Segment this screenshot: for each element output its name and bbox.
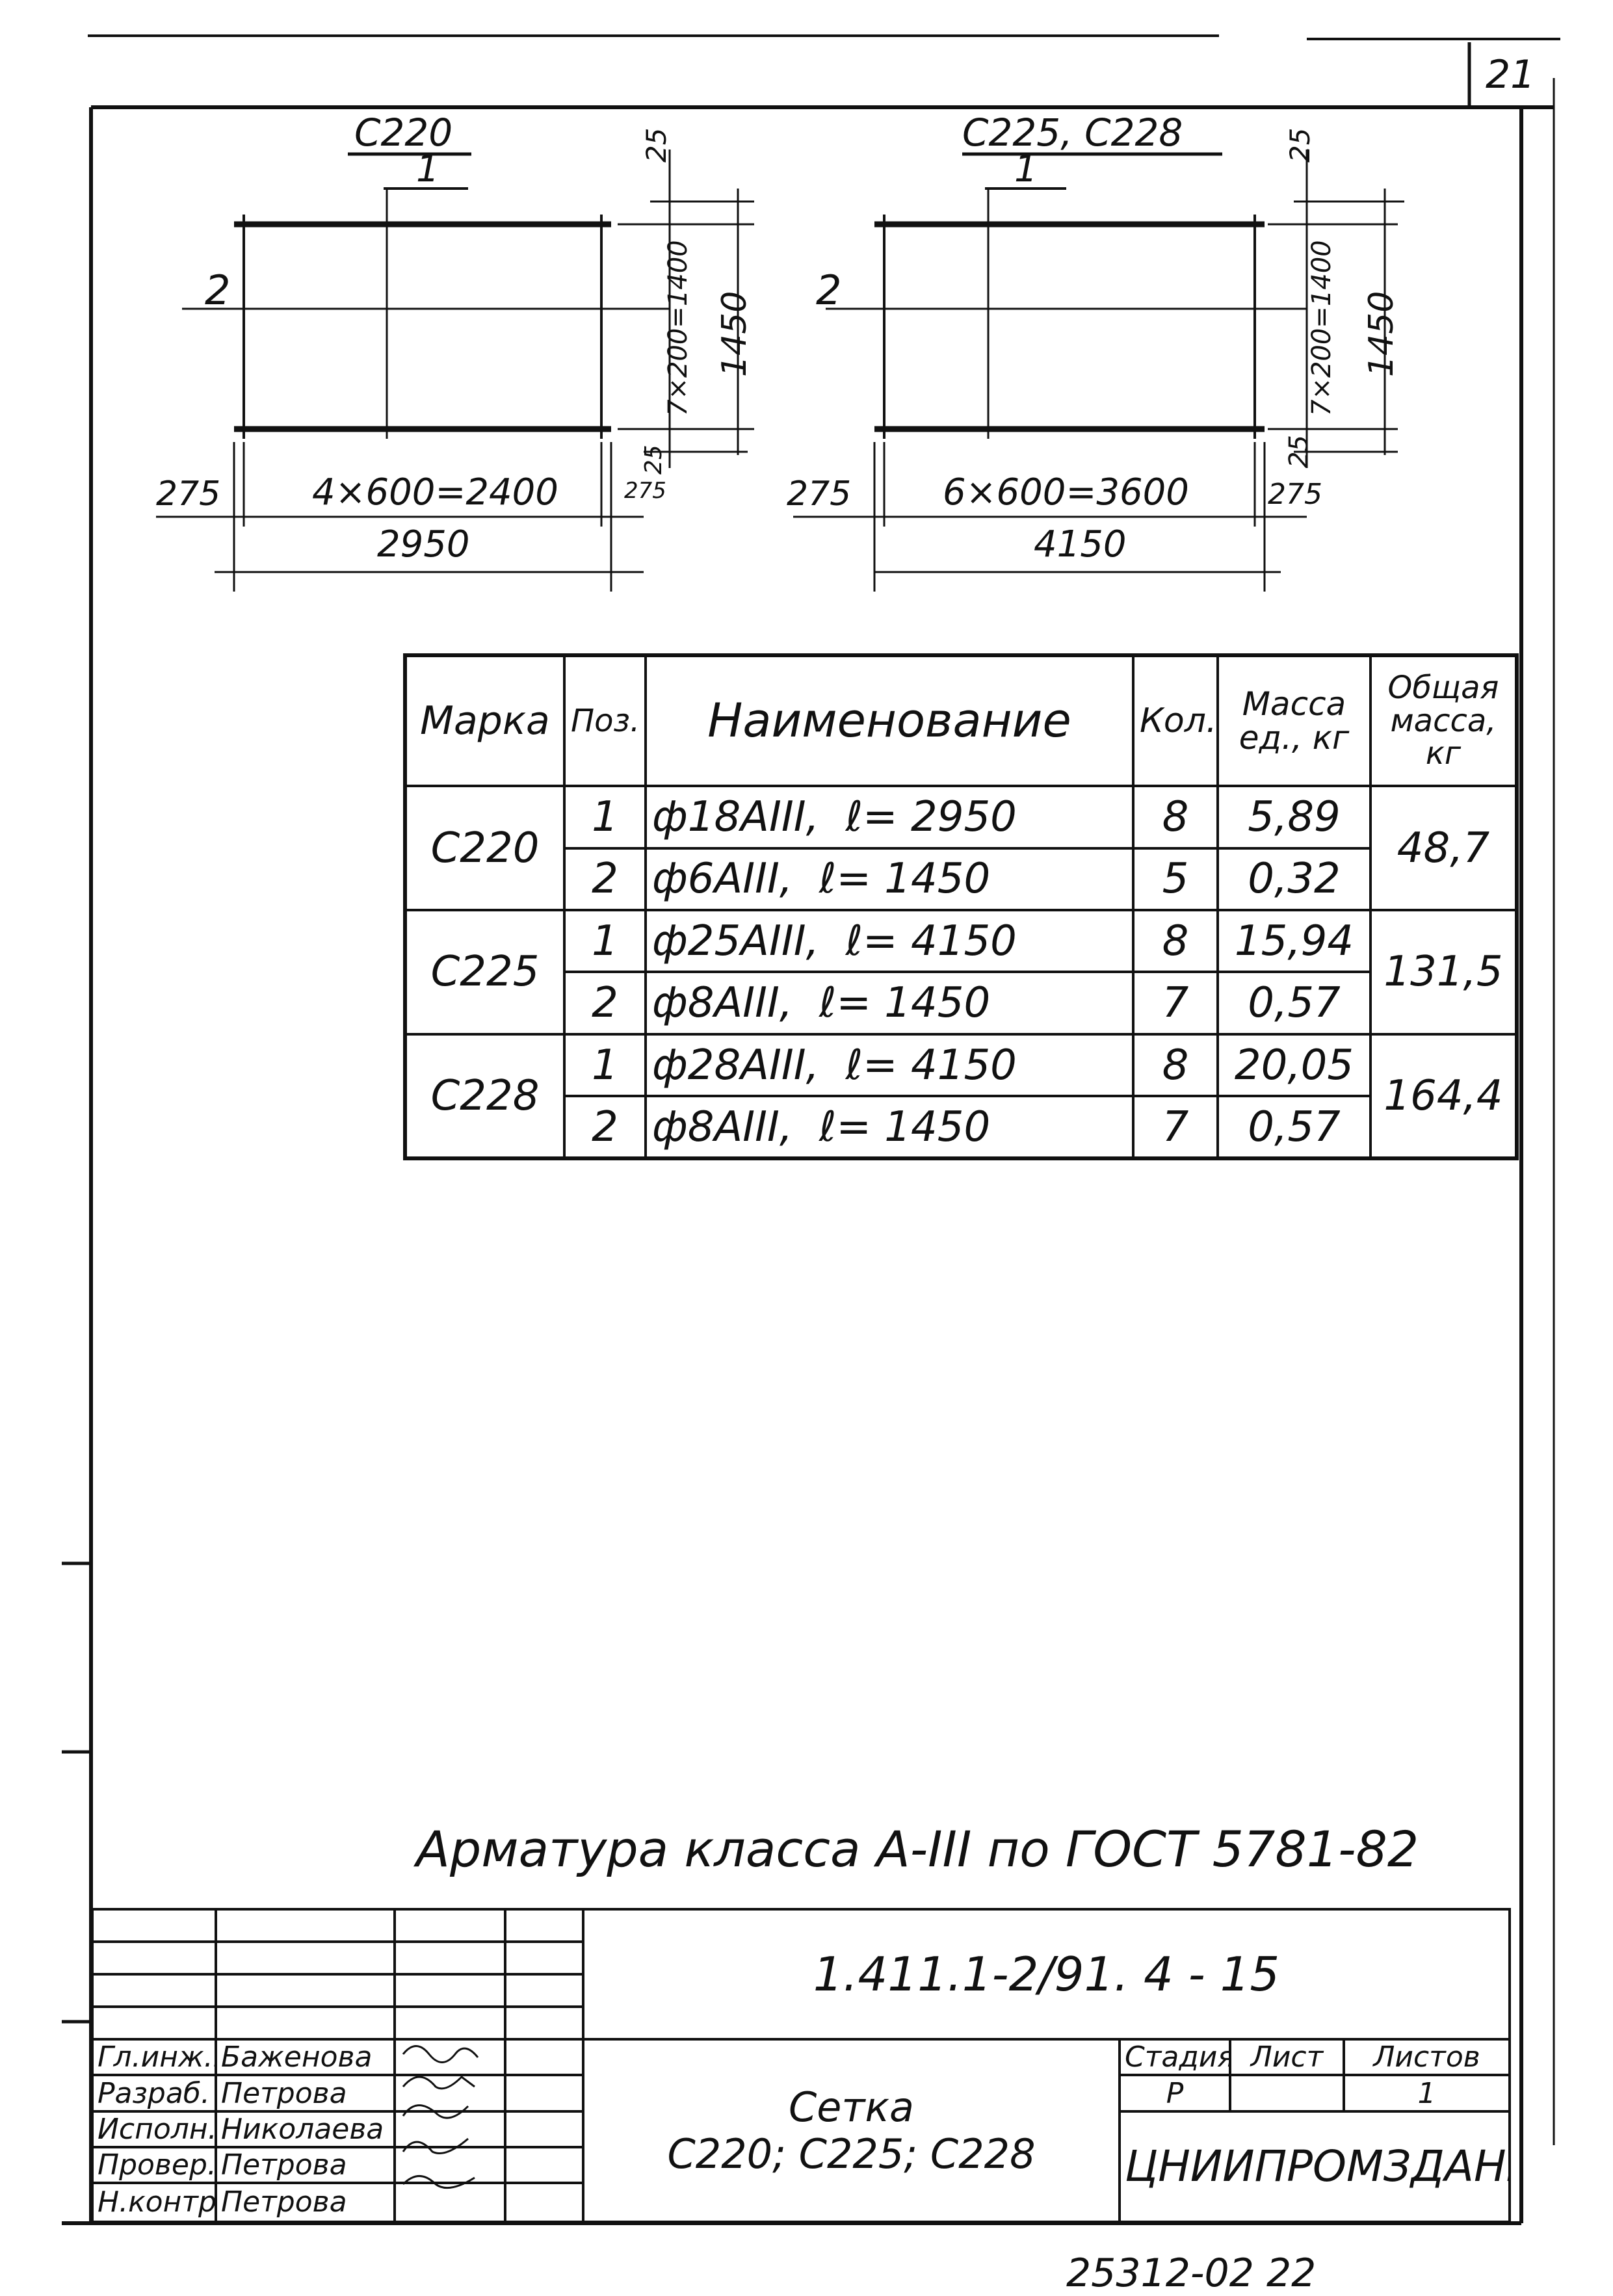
dim-total: 4150	[1034, 523, 1127, 566]
mesh-drawing-c225-c228	[793, 150, 1404, 592]
person-name: Баженова	[215, 2038, 396, 2077]
mesh-drawing-c220	[156, 150, 754, 592]
row-name: ф25АIII, ℓ= 4150	[644, 908, 1134, 974]
header-name: Наименование	[644, 653, 1134, 788]
row-qty: 8	[1132, 1032, 1219, 1098]
row-qty: 7	[1132, 971, 1219, 1036]
header-total-mass: Общая масса, кг	[1369, 653, 1518, 788]
row-pos: 2	[563, 1095, 647, 1160]
sheets-value: 1	[1343, 2074, 1511, 2113]
dim-bottom-25: 25	[640, 445, 667, 475]
person-name: Петрова	[215, 2074, 396, 2113]
document-name: Сетка С220; С225; С228	[582, 2038, 1121, 2223]
row-total: 131,5	[1369, 909, 1518, 1036]
header-unit-mass: Масса ед., кг	[1216, 653, 1372, 788]
dim-left-275: 275	[156, 475, 221, 514]
dim-total: 2950	[377, 523, 470, 566]
document-code: 1.411.1-2/91. 4 - 15	[582, 1907, 1511, 2041]
row-pos: 1	[563, 785, 647, 850]
archive-code: 25312-02 22	[1066, 2250, 1317, 2296]
drawing-title-c225-c228: С225, С228	[962, 111, 1183, 155]
person-role: Гл.инж.пр.	[91, 2038, 217, 2077]
dim-height: 1450	[1362, 291, 1401, 377]
position-label-1: 1	[1014, 148, 1038, 190]
signature-cell	[393, 2181, 506, 2224]
dim-bottom-25: 25	[1284, 435, 1314, 468]
row-mark: С228	[404, 1032, 566, 1160]
position-label-2: 2	[816, 267, 842, 314]
stage-value: Р	[1118, 2074, 1231, 2113]
row-mass: 15,94	[1216, 908, 1372, 974]
reinforcement-note: Арматура класса А-III по ГОСТ 5781-82	[416, 1820, 1419, 1878]
row-total: 48,7	[1369, 785, 1518, 911]
position-label-1: 1	[416, 148, 439, 190]
signature-cell	[393, 2038, 506, 2077]
row-pos: 1	[563, 1032, 647, 1098]
header-mark: Марка	[404, 653, 566, 788]
row-name: ф18АIII, ℓ= 2950	[644, 785, 1134, 850]
row-qty: 8	[1132, 785, 1219, 850]
dim-right-275: 275	[1268, 478, 1322, 511]
row-mass: 5,89	[1216, 785, 1372, 850]
signature-cell	[393, 2074, 506, 2113]
row-name: ф8АIII, ℓ= 1450	[644, 1095, 1134, 1160]
dim-top-25: 25	[1284, 127, 1316, 163]
organization-name: ЦНИИПРОМЗДАНИЙ	[1118, 2109, 1511, 2224]
stage-label: Стадия	[1118, 2038, 1231, 2077]
row-name: ф28АIII, ℓ= 4150	[644, 1032, 1134, 1098]
person-role: Н.контр.	[91, 2181, 217, 2224]
sheet-number: 21	[1486, 52, 1536, 98]
person-name: Николаева	[215, 2109, 396, 2148]
row-mass: 20,05	[1216, 1032, 1372, 1098]
row-name: ф6АIII, ℓ= 1450	[644, 846, 1134, 912]
signature-cell	[393, 2109, 506, 2148]
row-mass: 0,32	[1216, 846, 1372, 912]
dim-right-275: 275	[624, 478, 666, 504]
dim-spacing: 7×200=1400	[1307, 240, 1337, 416]
row-mark: С225	[404, 909, 566, 1036]
dim-top-25: 25	[640, 127, 672, 163]
position-label-2: 2	[205, 267, 231, 314]
row-mass: 0,57	[1216, 1095, 1372, 1160]
document-name-line1: Сетка	[789, 2083, 914, 2132]
header-qty: Кол.	[1132, 653, 1219, 788]
row-qty: 7	[1132, 1095, 1219, 1160]
dim-left-275: 275	[787, 475, 852, 514]
row-mark: С220	[404, 785, 566, 911]
person-name: Петрова	[215, 2145, 396, 2184]
row-qty: 8	[1132, 908, 1219, 974]
person-name: Петрова	[215, 2181, 396, 2224]
row-pos: 2	[563, 846, 647, 912]
row-total: 164,4	[1369, 1032, 1518, 1160]
row-pos: 1	[563, 908, 647, 974]
sheet-label: Лист	[1229, 2038, 1345, 2077]
dim-middle: 4×600=2400	[312, 471, 558, 514]
row-qty: 5	[1132, 846, 1219, 912]
document-name-line2: С220; С225; С228	[667, 2130, 1036, 2178]
dim-middle: 6×600=3600	[943, 471, 1189, 514]
sheet-value	[1229, 2074, 1345, 2113]
title-block: 1.411.1-2/91. 4 - 15 Гл.инж.пр. Баженова…	[91, 1907, 1511, 2224]
sheets-label: Листов	[1343, 2038, 1511, 2077]
specification-table: Марка Поз. Наименование Кол. Масса ед., …	[403, 653, 1519, 1160]
row-mass: 0,57	[1216, 971, 1372, 1036]
drawing-title-c220: С220	[354, 111, 453, 155]
dim-height: 1450	[715, 291, 754, 377]
person-role: Провер.	[91, 2145, 217, 2184]
row-pos: 2	[563, 971, 647, 1036]
person-role: Исполн.	[91, 2109, 217, 2148]
signature-cell	[393, 2145, 506, 2184]
row-name: ф8АIII, ℓ= 1450	[644, 971, 1134, 1036]
header-pos: Поз.	[563, 653, 647, 788]
person-role: Разраб.	[91, 2074, 217, 2113]
dim-spacing: 7×200=1400	[663, 240, 693, 416]
